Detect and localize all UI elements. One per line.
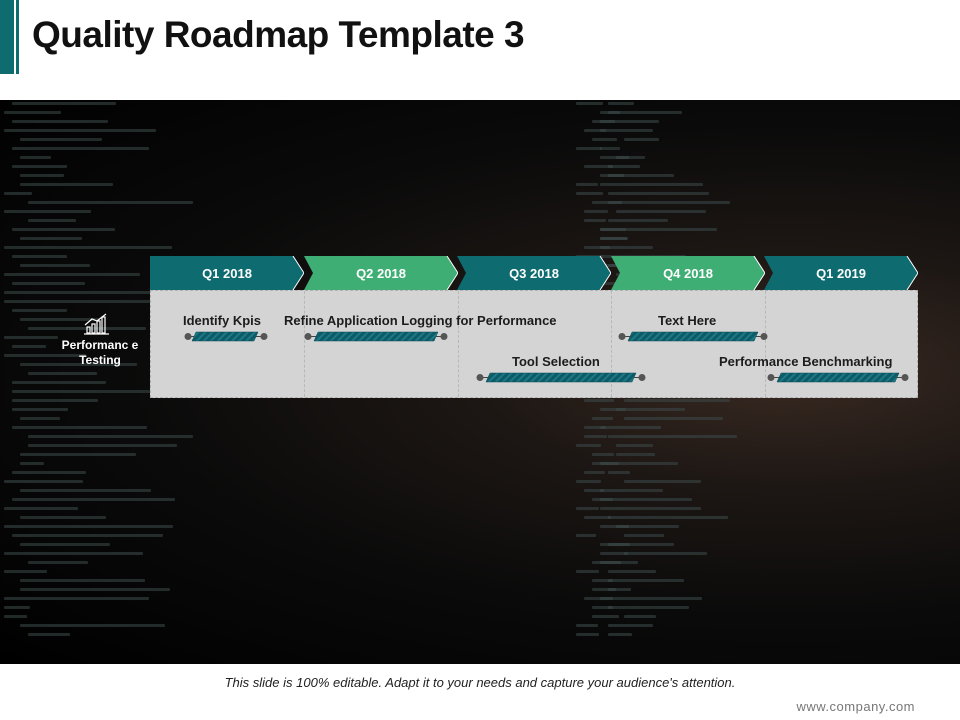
quarter-q1-2019: Q1 2019 (764, 256, 918, 290)
column-divider (304, 291, 305, 397)
row-label-performance-testing: Performanc e Testing (61, 338, 139, 367)
website-url: www.company.com (796, 699, 915, 714)
column-divider (458, 291, 459, 397)
column-divider (765, 291, 766, 397)
task-label-tool-selection: Tool Selection (512, 354, 600, 369)
slide-title: Quality Roadmap Template 3 (32, 14, 525, 55)
task-bar-refine-application-logging (304, 331, 448, 342)
task-label-performance-benchmarking: Performance Benchmarking (719, 354, 893, 369)
quarter-q3-2018: Q3 2018 (457, 256, 611, 290)
title-accent-bar (0, 0, 14, 74)
task-label-text-here: Text Here (658, 313, 717, 328)
quarter-header: Q1 2018 Q2 2018 Q3 2018 Q4 2018 Q1 2019 (150, 256, 918, 290)
task-bar-identify-kpis (184, 331, 268, 342)
task-bar-text-here (618, 331, 768, 342)
quarter-q4-2018: Q4 2018 (611, 256, 765, 290)
column-divider (611, 291, 612, 397)
quarter-q2-2018: Q2 2018 (304, 256, 458, 290)
task-label-identify-kpis: Identify Kpis (183, 313, 262, 328)
task-bar-tool-selection (476, 372, 646, 383)
roadmap: Q1 2018 Q2 2018 Q3 2018 Q4 2018 Q1 2019 … (150, 256, 918, 398)
footer-note: This slide is 100% editable. Adapt it to… (224, 675, 736, 690)
title-bar: Quality Roadmap Template 3 (0, 0, 960, 100)
quarter-q1-2018: Q1 2018 (150, 256, 304, 290)
task-label-refine-application-logging: Refine Application Logging for Performan… (284, 313, 557, 328)
task-bar-performance-benchmarking (767, 372, 909, 383)
chart-growth-icon (84, 313, 109, 335)
title-accent-line (16, 0, 19, 74)
code-texture (0, 100, 960, 664)
